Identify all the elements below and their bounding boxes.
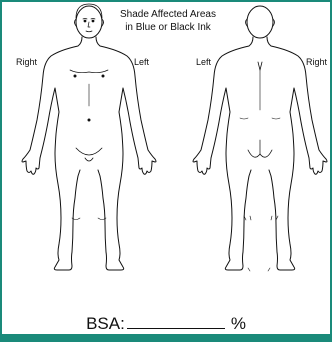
bsa-field: BSA:% bbox=[0, 312, 332, 334]
bsa-unit: % bbox=[231, 314, 246, 333]
bsa-label: BSA: bbox=[86, 314, 125, 333]
bsa-input-line[interactable] bbox=[127, 312, 225, 329]
